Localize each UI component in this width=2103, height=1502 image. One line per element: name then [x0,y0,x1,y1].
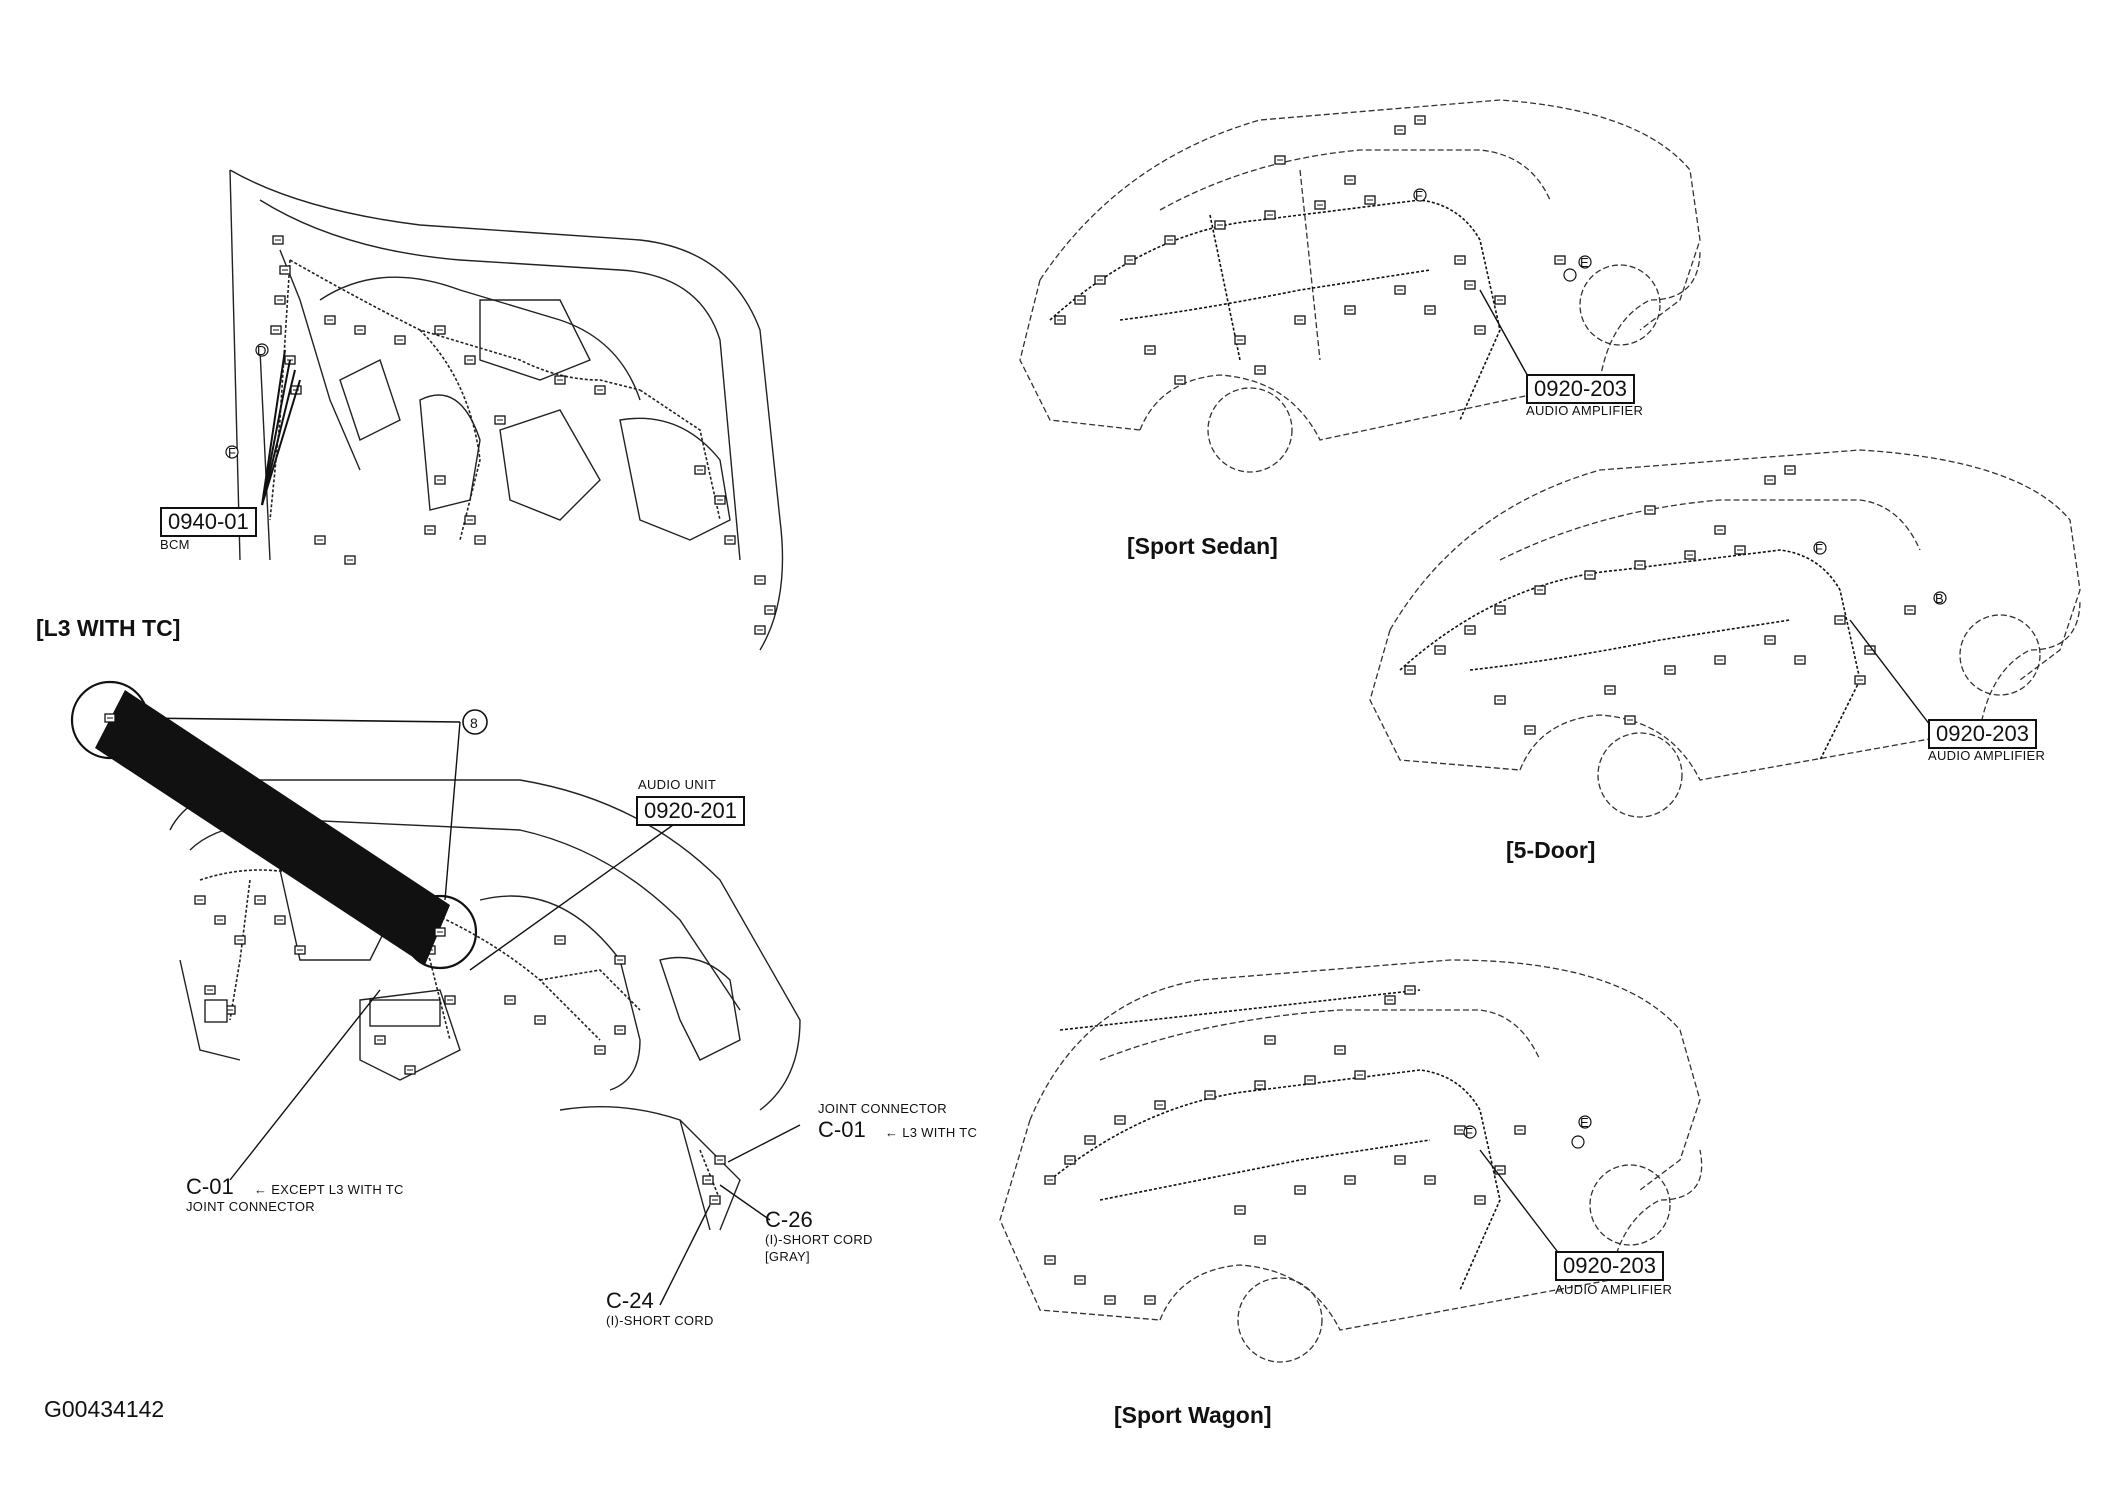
marker-f-sedan: F [1415,188,1424,203]
five-door-drawing [1369,449,2081,818]
wagon-amp-leader [1479,1149,1561,1256]
sport-sedan-harness [1049,199,1501,421]
l3-dashboard-drawing [229,169,784,651]
l3-harness [269,259,721,541]
sport-wagon-drawing [999,959,1703,1363]
five-door-amp-label: AUDIO AMPLIFIER [1928,748,2046,763]
marker-f-wagon: F [1465,1125,1474,1140]
marker-f-5door: F [1815,541,1824,556]
audio-unit-block [369,999,441,1027]
joint-connector-left-label: JOINT CONNECTOR [186,1199,315,1214]
main-leader-lines [229,819,801,1306]
sport-sedan-title: [Sport Sedan] [1127,533,1278,559]
car-marker-circles [1413,188,1947,1149]
main-module-block [204,999,228,1023]
bcm-label: BCM [160,537,190,552]
c24-code: C-24 [606,1288,654,1313]
callout-circle-number: 8 [470,715,479,731]
c24-desc: (I)-SHORT CORD [606,1313,714,1328]
marker-b-5door: B [1935,591,1944,606]
marker-f: F [228,445,237,460]
five-door-amp-code-box: 0920-203 [1928,719,2037,749]
five-door-harness [1399,549,1861,761]
l3-marker-circles [225,343,269,459]
five-door-amp-leader [1849,619,1931,726]
wagon-amp-label: AUDIO AMPLIFIER [1555,1282,1673,1297]
sedan-amp-label: AUDIO AMPLIFIER [1526,403,1644,418]
l3-connectors [270,235,776,635]
sedan-amp-leader [1479,289,1531,381]
marker-e-wagon: E [1580,1115,1589,1130]
sport-sedan-connectors [1054,115,1566,385]
bcm-leader-lines [261,349,301,506]
c26-color: [GRAY] [765,1249,810,1264]
c26-desc: (I)-SHORT CORD [765,1232,873,1247]
audio-unit-code-box: 0920-201 [636,796,745,826]
marker-d: D [257,343,267,358]
joint-connector-top-code: C-01 [818,1117,866,1142]
sedan-amp-code-box: 0920-203 [1526,374,1635,404]
five-door-title: [5-Door] [1506,837,1596,863]
five-door-connectors [1404,465,1916,735]
c26-code: C-26 [765,1207,813,1232]
sport-wagon-title: [Sport Wagon] [1114,1402,1272,1428]
figure-id: G00434142 [44,1396,165,1422]
joint-connector-left-note: ← EXCEPT L3 WITH TC [254,1182,404,1197]
sport-wagon-harness [1049,989,1501,1291]
joint-connector-top-label: JOINT CONNECTOR [818,1101,947,1116]
main-connectors [194,855,726,1205]
sport-wagon-connectors [1044,985,1526,1305]
marker-e-sedan: E [1580,255,1589,270]
bcm-code-box: 0940-01 [160,507,257,537]
l3-with-tc-title: [L3 WITH TC] [36,615,181,641]
magnifier-callout [70,680,488,970]
wagon-amp-code-box: 0920-203 [1555,1251,1664,1281]
audio-unit-label: AUDIO UNIT [638,777,717,792]
sport-sedan-drawing [1019,99,1701,473]
joint-connector-top-note: ← L3 WITH TC [885,1125,978,1140]
joint-connector-left-code: C-01 [186,1174,234,1199]
